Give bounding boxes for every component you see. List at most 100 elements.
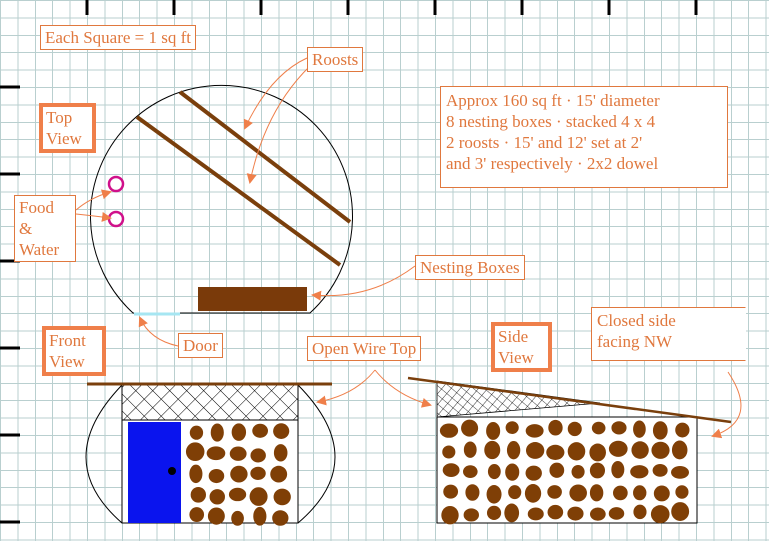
label-line: Side: [498, 327, 529, 346]
front-view-label: Front View: [42, 326, 106, 376]
side-roof-beam: [407, 376, 732, 424]
stone: [651, 441, 670, 459]
stone: [675, 485, 689, 499]
stone: [547, 485, 562, 499]
info-line: and 3' respectively · 2x2 dowel: [446, 154, 659, 173]
label-line: Water: [19, 240, 60, 259]
stone: [671, 466, 689, 479]
stone: [633, 485, 647, 501]
stone: [589, 484, 604, 502]
stone: [549, 462, 565, 478]
top-view-label: Top View: [39, 103, 96, 153]
stone: [250, 448, 266, 463]
stone: [442, 463, 460, 477]
stone: [547, 504, 564, 520]
nesting-boxes-label: Nesting Boxes: [415, 255, 525, 280]
door-knob[interactable]: [168, 467, 176, 475]
stone: [630, 465, 649, 479]
stone: [441, 505, 459, 525]
label-line: Top: [46, 108, 73, 127]
stone: [525, 442, 545, 459]
stone: [230, 465, 248, 483]
stone: [208, 468, 225, 484]
stone: [207, 507, 225, 525]
stone: [189, 425, 204, 440]
stone: [250, 466, 266, 480]
stone: [252, 423, 269, 438]
stone: [671, 440, 688, 460]
stone: [633, 504, 647, 520]
stone: [652, 463, 668, 477]
stone: [465, 484, 480, 501]
roosts-label: Roosts: [307, 47, 364, 72]
nesting-boxes-top: [198, 287, 307, 311]
stone: [525, 424, 544, 438]
stone: [567, 421, 582, 437]
stone: [652, 421, 668, 440]
stone: [567, 442, 586, 461]
stone: [487, 464, 501, 480]
front-wire-top: [121, 384, 299, 421]
info-line: 2 roosts · 15' and 12' set at 2': [446, 133, 643, 152]
stone: [461, 419, 479, 437]
stone: [442, 445, 456, 459]
stone: [650, 505, 670, 524]
stone: [608, 440, 628, 457]
stone: [231, 510, 244, 526]
side-view-label: Side View: [491, 322, 552, 372]
info-line: 8 nesting boxes · stacked 4 x 4: [446, 112, 656, 131]
stone: [548, 419, 563, 436]
side-stone-wall: [439, 419, 690, 525]
closed-side-label: Closed side facing NW: [591, 307, 746, 361]
label-line: View: [498, 348, 534, 367]
stone: [653, 485, 670, 502]
stone: [546, 444, 565, 460]
stone: [591, 421, 606, 435]
stone: [571, 464, 585, 479]
stone: [589, 507, 606, 521]
label-line: Front: [49, 331, 86, 350]
open-wire-top-label: Open Wire Top: [307, 336, 422, 361]
stone: [249, 487, 268, 506]
stone: [631, 441, 649, 459]
stone: [486, 505, 502, 520]
info-box: Approx 160 sq ft · 15' diameter 8 nestin…: [440, 86, 728, 188]
label-line: Closed side: [597, 311, 676, 330]
annotation-arrows: [75, 57, 742, 439]
stone: [185, 442, 205, 462]
stone: [505, 421, 519, 435]
scale-label: Each Square = 1 sq ft: [40, 25, 197, 50]
stone: [569, 484, 587, 502]
stone: [229, 446, 247, 461]
info-line: Approx 160 sq ft · 15' diameter: [446, 91, 660, 110]
stone: [272, 510, 289, 526]
stone: [189, 464, 203, 484]
stone: [253, 506, 267, 526]
stone: [273, 488, 291, 506]
stone: [608, 507, 625, 520]
stone: [525, 465, 542, 481]
stone: [671, 502, 690, 521]
stone: [611, 421, 627, 435]
stone: [504, 503, 520, 523]
food-water-label: Food & Water: [14, 195, 76, 262]
food-bowl-icon: [107, 175, 125, 193]
stone: [633, 420, 646, 438]
roost-2: [135, 115, 342, 267]
stone: [567, 506, 584, 521]
stone: [612, 485, 628, 501]
stone: [273, 444, 288, 462]
stone: [209, 489, 225, 505]
water-bowl-icon: [107, 210, 125, 228]
front-stone-wall: [185, 423, 291, 526]
stone: [611, 460, 625, 479]
label-line: Food: [19, 198, 54, 217]
label-line: &: [19, 219, 33, 238]
stone: [231, 423, 247, 441]
stone: [270, 465, 288, 483]
stone: [524, 484, 542, 503]
door-label: Door: [178, 333, 223, 358]
stone: [210, 423, 224, 442]
stone: [189, 507, 205, 523]
stone: [589, 462, 606, 479]
